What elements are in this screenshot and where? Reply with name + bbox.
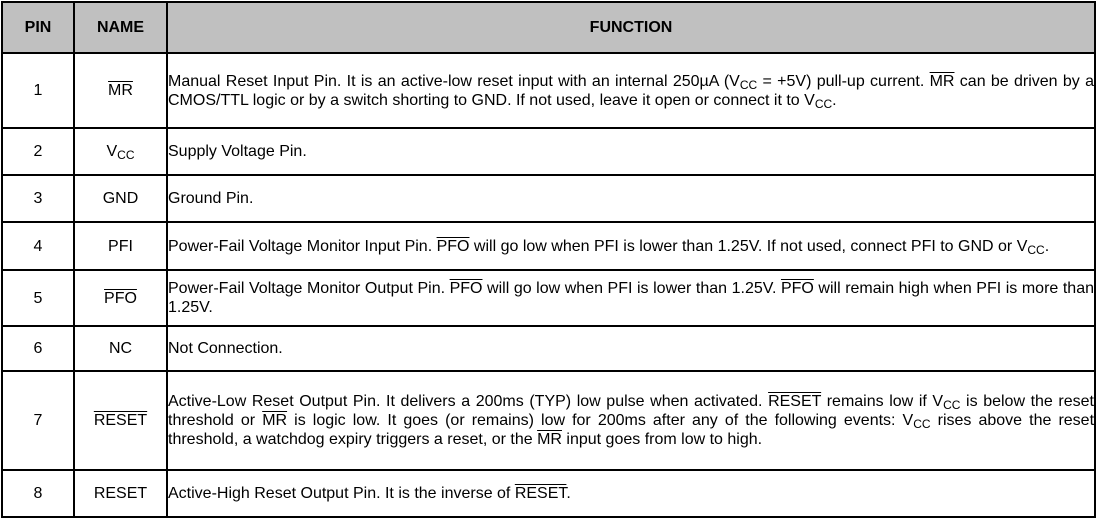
pin-function: Ground Pin. — [166, 174, 1096, 223]
pin-number: 7 — [1, 370, 75, 471]
pin-function: Not Connection. — [166, 325, 1096, 372]
header-pin: PIN — [1, 1, 75, 54]
pin-number: 1 — [1, 52, 75, 129]
table-row: 4 PFI Power-Fail Voltage Monitor Input P… — [1, 221, 1096, 271]
table-row: 2 VCC Supply Voltage Pin. — [1, 127, 1096, 176]
header-function: FUNCTION — [166, 1, 1096, 54]
pin-function: Manual Reset Input Pin. It is an active-… — [166, 52, 1096, 129]
pin-number: 6 — [1, 325, 75, 372]
table-header: PIN NAME FUNCTION — [1, 1, 1096, 54]
pin-name: MR — [73, 52, 168, 129]
pin-name: RESET — [73, 469, 168, 518]
pin-name: GND — [73, 174, 168, 223]
pin-name: NC — [73, 325, 168, 372]
pin-function: Supply Voltage Pin. — [166, 127, 1096, 176]
pin-name: VCC — [73, 127, 168, 176]
table-row: 3 GND Ground Pin. — [1, 174, 1096, 223]
pin-number: 3 — [1, 174, 75, 223]
table-row: 1 MR Manual Reset Input Pin. It is an ac… — [1, 52, 1096, 129]
header-name: NAME — [73, 1, 168, 54]
pin-name: PFO — [73, 269, 168, 327]
pin-number: 4 — [1, 221, 75, 271]
table-row: 7 RESET Active-Low Reset Output Pin. It … — [1, 370, 1096, 471]
pin-function: Power-Fail Voltage Monitor Input Pin. PF… — [166, 221, 1096, 271]
pin-function: Active-Low Reset Output Pin. It delivers… — [166, 370, 1096, 471]
pin-name: PFI — [73, 221, 168, 271]
pin-number: 5 — [1, 269, 75, 327]
header-row: PIN NAME FUNCTION — [1, 1, 1096, 54]
pin-function: Active-High Reset Output Pin. It is the … — [166, 469, 1096, 518]
pin-number: 8 — [1, 469, 75, 518]
table-row: 8 RESET Active-High Reset Output Pin. It… — [1, 469, 1096, 518]
pin-name: RESET — [73, 370, 168, 471]
pin-function: Power-Fail Voltage Monitor Output Pin. P… — [166, 269, 1096, 327]
table-row: 5 PFO Power-Fail Voltage Monitor Output … — [1, 269, 1096, 327]
pin-number: 2 — [1, 127, 75, 176]
table-row: 6 NC Not Connection. — [1, 325, 1096, 372]
